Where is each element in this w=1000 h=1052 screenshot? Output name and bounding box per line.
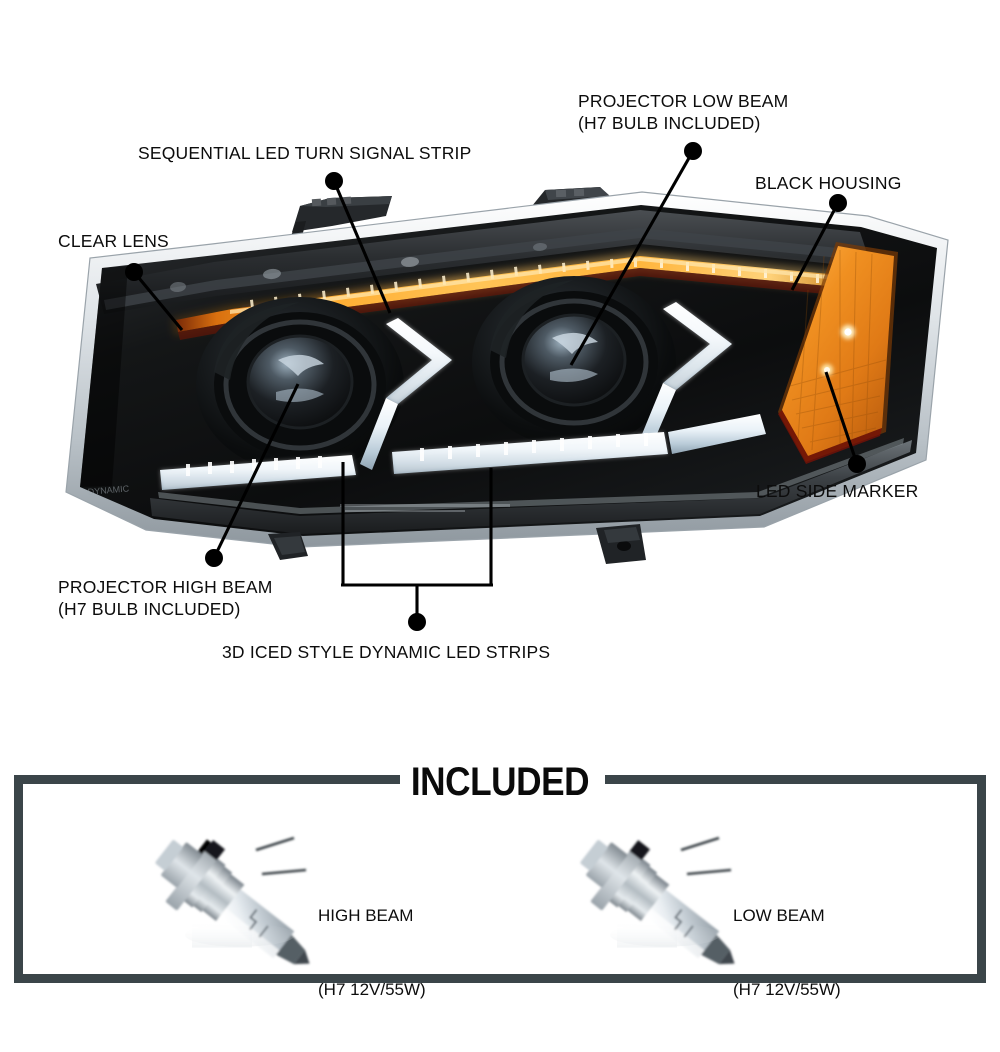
led-side-marker bbox=[778, 242, 898, 464]
led-bar-right bbox=[392, 432, 668, 474]
leader-high-beam bbox=[212, 383, 300, 559]
leader-bracket-iced bbox=[341, 462, 493, 631]
low-beam-lens bbox=[523, 315, 625, 405]
high-beam-lens bbox=[248, 336, 352, 428]
leader-lines bbox=[125, 142, 866, 631]
bulb-name-high-beam: HIGH BEAM bbox=[318, 906, 414, 926]
leader-dot-side-marker bbox=[848, 455, 866, 473]
projector-low-beam bbox=[472, 276, 676, 448]
leader-dot-black-housing bbox=[829, 194, 847, 212]
bulb-spec-high-beam: (H7 12V/55W) bbox=[318, 980, 426, 1000]
leader-low-beam bbox=[569, 150, 695, 366]
bulb-spec-low-beam: (H7 12V/55W) bbox=[733, 980, 841, 1000]
callout-iced-led-strips: 3D ICED STYLE DYNAMIC LED STRIPS bbox=[222, 642, 551, 662]
sequential-led-turn-signal-strip bbox=[172, 252, 852, 340]
amber-marker-lens bbox=[782, 246, 894, 456]
leader-dot-low-beam bbox=[684, 142, 702, 160]
included-title: INCLUDED bbox=[410, 760, 590, 804]
svg-text:DYNAMIC: DYNAMIC bbox=[87, 483, 130, 497]
projector-high-beam bbox=[196, 297, 404, 473]
callout-clear-lens: CLEAR LENS bbox=[58, 231, 169, 251]
diagram-canvas: DYNAMIC bbox=[14, 91, 986, 999]
leader-black-housing bbox=[790, 202, 840, 291]
bulb-name-low-beam: LOW BEAM bbox=[733, 906, 825, 926]
mounting-tabs bbox=[286, 187, 612, 252]
callout-led-side-marker: LED SIDE MARKER bbox=[756, 481, 919, 501]
led-chevron-left bbox=[386, 318, 452, 404]
leader-clear-lens bbox=[132, 271, 184, 331]
leader-dot-high-beam bbox=[205, 549, 223, 567]
leader-dot-sequential bbox=[325, 172, 343, 190]
upper-shelf bbox=[96, 210, 872, 314]
callout-black-housing: BLACK HOUSING bbox=[755, 173, 902, 193]
bulb-label-high-beam: HIGH BEAM (H7 12V/55W) bbox=[318, 855, 426, 1052]
lower-brackets bbox=[268, 524, 646, 564]
included-title-backdrop bbox=[400, 770, 605, 792]
leader-sequential bbox=[332, 180, 392, 314]
leader-side-marker bbox=[824, 371, 859, 465]
iced-led-strips bbox=[160, 302, 766, 490]
leader-dot-iced bbox=[408, 613, 426, 631]
bulb-label-low-beam: LOW BEAM (H7 12V/55W) bbox=[733, 855, 841, 1052]
leader-dot-clear-lens bbox=[125, 263, 143, 281]
led-chevron-right bbox=[663, 302, 732, 390]
led-bar-left bbox=[160, 455, 356, 490]
amber-led-bar bbox=[176, 256, 850, 332]
callout-sequential-led-turn-signal-strip: SEQUENTIAL LED TURN SIGNAL STRIP bbox=[138, 143, 472, 163]
